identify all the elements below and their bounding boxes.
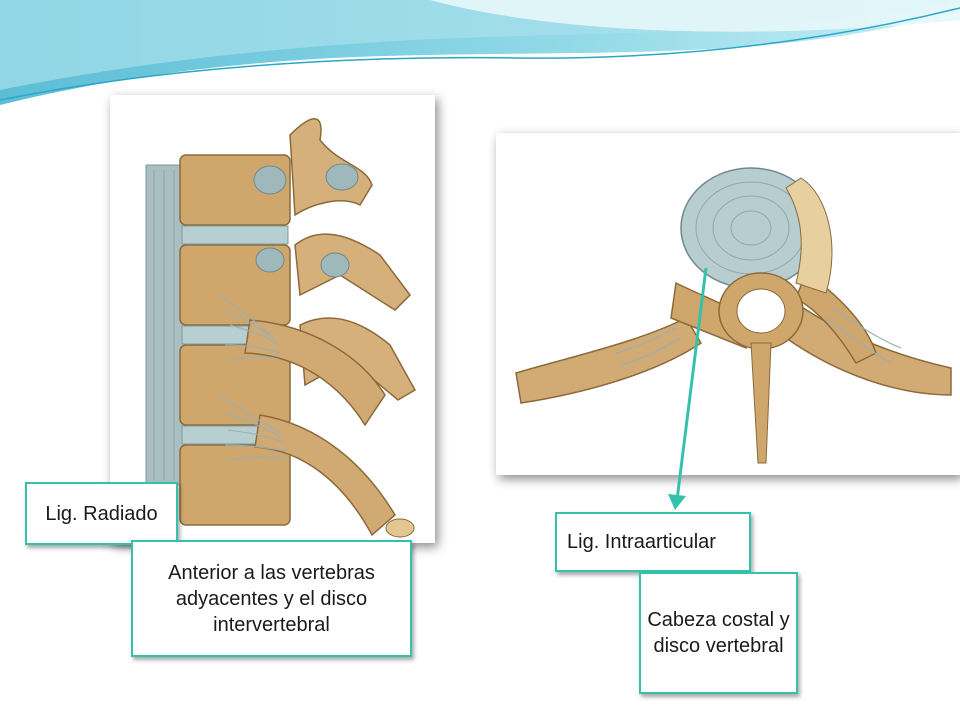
label-anterior-vertebras-text: Anterior a las vertebras adyacentes y el… — [168, 561, 375, 636]
vertebra-superior-drawing — [496, 133, 960, 475]
label-ligamento-radiado-text: Lig. Radiado — [45, 502, 158, 525]
label-cabeza-costal-text: Cabeza costal y disco vertebral — [647, 609, 790, 657]
label-ligamento-intraarticular: Lig. Intraarticular — [555, 512, 751, 572]
label-ligamento-intraarticular-text: Lig. Intraarticular — [567, 531, 716, 553]
header-wave-decoration — [0, 0, 960, 105]
label-anterior-vertebras: Anterior a las vertebras adyacentes y el… — [131, 540, 412, 657]
spine-lateral-illustration — [110, 95, 435, 543]
spine-lateral-drawing — [110, 95, 435, 543]
label-ligamento-radiado: Lig. Radiado — [25, 482, 178, 545]
label-cabeza-costal: Cabeza costal y disco vertebral — [639, 572, 798, 694]
vertebra-superior-illustration — [496, 133, 960, 475]
